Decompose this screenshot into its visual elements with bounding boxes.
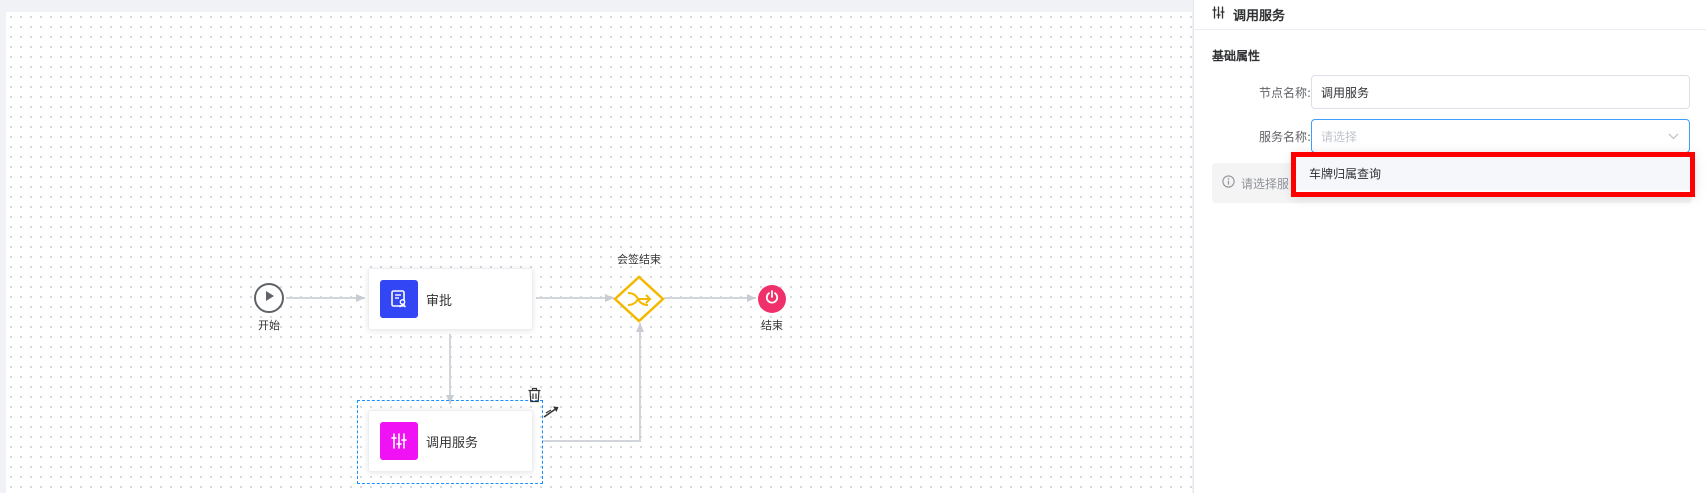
node-name-row: 节点名称: 调用服务 xyxy=(1212,75,1690,109)
node-name-input[interactable]: 调用服务 xyxy=(1311,75,1690,109)
start-node[interactable] xyxy=(254,283,284,313)
panel-title: 调用服务 xyxy=(1233,9,1286,24)
gateway-label: 会签结束 xyxy=(617,253,661,266)
node-name-label: 节点名称: xyxy=(1258,85,1311,100)
service-name-select[interactable]: 请选择 xyxy=(1311,119,1690,153)
flow-canvas[interactable] xyxy=(6,12,1192,493)
service-node[interactable]: 调用服务 xyxy=(368,410,533,472)
properties-panel: 调用服务 基础属性 节点名称: 调用服务 服务名称: 请选择 请选择服 xyxy=(1193,0,1706,493)
chevron-down-icon xyxy=(1668,129,1679,143)
service-name-label: 服务名称: xyxy=(1258,129,1311,144)
connect-arrow-icon[interactable] xyxy=(542,404,560,424)
approve-node[interactable]: 审批 xyxy=(368,268,533,330)
approve-node-label: 审批 xyxy=(426,293,453,309)
power-icon xyxy=(764,289,780,309)
service-name-placeholder: 请选择 xyxy=(1321,129,1358,144)
start-node-label: 开始 xyxy=(258,319,280,332)
end-node[interactable] xyxy=(758,285,786,313)
play-icon xyxy=(262,289,276,307)
service-name-row: 服务名称: 请选择 xyxy=(1212,119,1690,153)
merge-gateway-icon xyxy=(613,275,665,323)
sliders-icon xyxy=(1212,6,1225,23)
node-name-value: 调用服务 xyxy=(1321,85,1370,100)
end-node-label: 结束 xyxy=(761,319,783,332)
sliders-icon xyxy=(380,422,418,460)
approval-doc-icon xyxy=(380,280,418,318)
dropdown-option-plate-query[interactable]: 车牌归属查询 xyxy=(1295,156,1692,190)
trash-icon[interactable] xyxy=(527,387,542,407)
selection-box xyxy=(357,400,543,484)
gateway-node[interactable] xyxy=(613,275,665,327)
info-alert-text: 请选择服 xyxy=(1241,176,1290,191)
service-dropdown: 车牌归属查询 xyxy=(1292,152,1695,196)
info-icon xyxy=(1222,175,1235,191)
panel-header: 调用服务 xyxy=(1194,0,1706,30)
section-title: 基础属性 xyxy=(1212,49,1261,63)
service-node-label: 调用服务 xyxy=(426,435,479,451)
